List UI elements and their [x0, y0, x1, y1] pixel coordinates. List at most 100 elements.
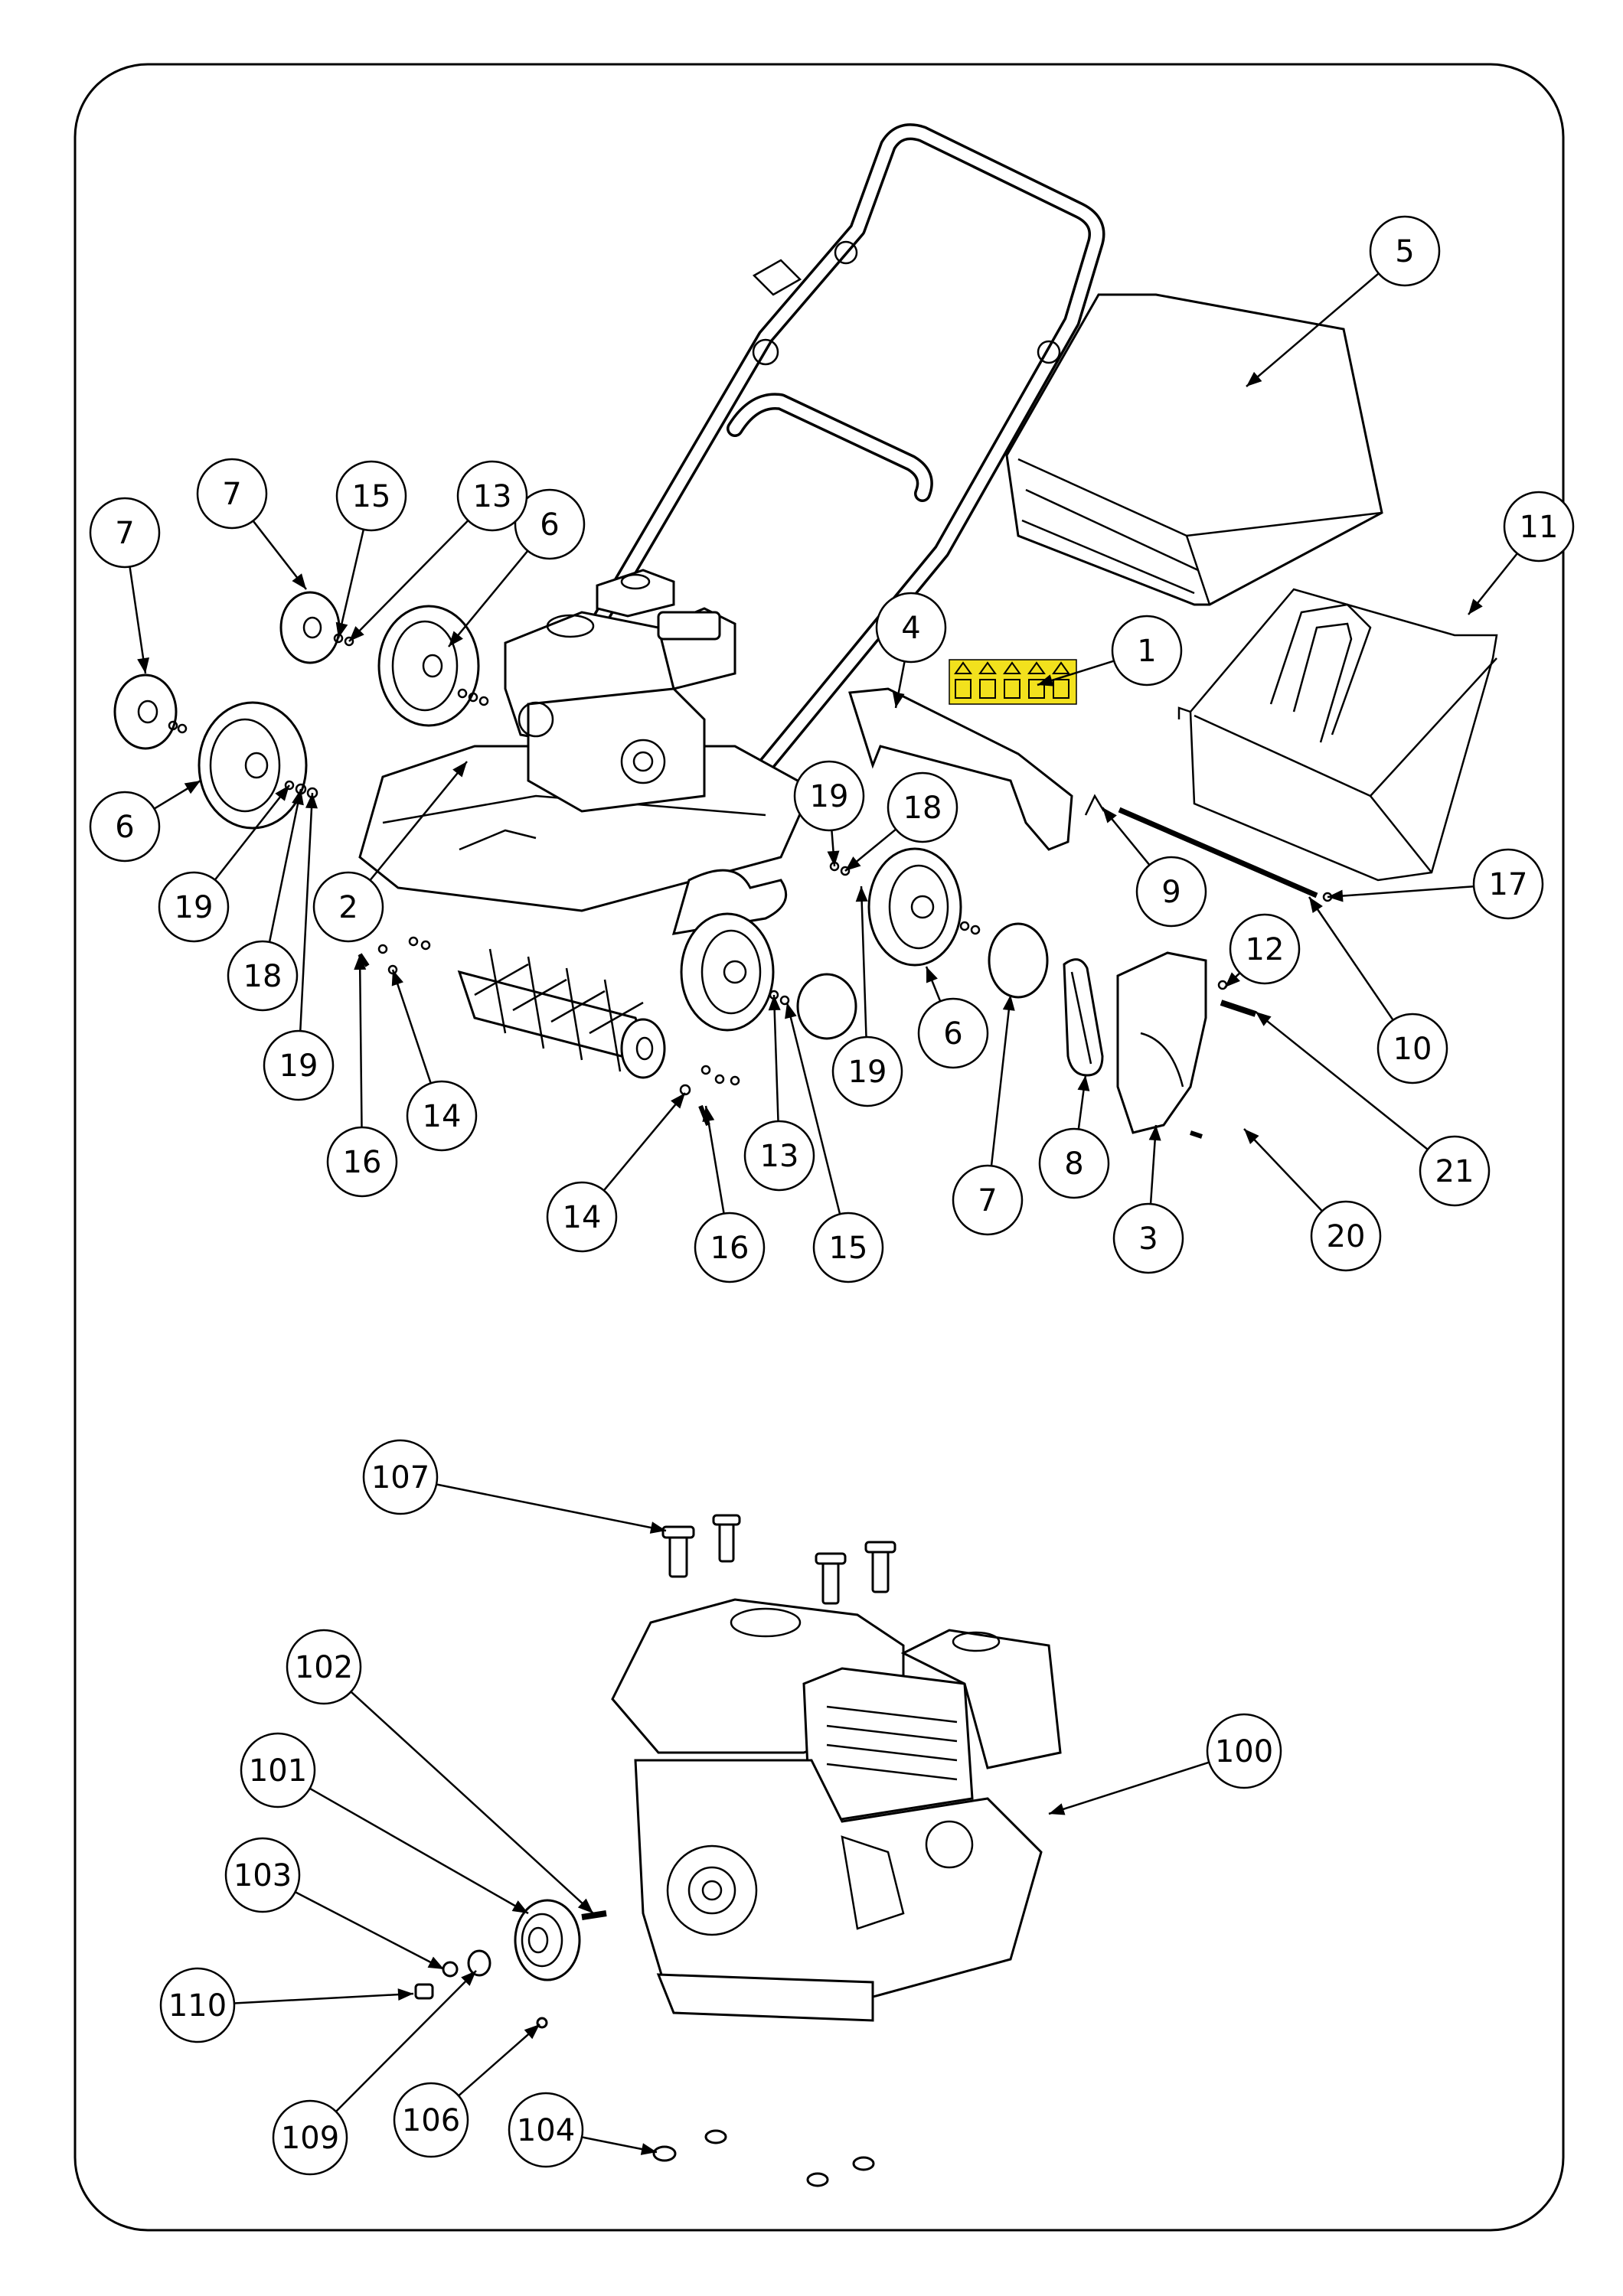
leader-arrowhead	[275, 785, 289, 801]
callout-circle	[263, 1029, 335, 1101]
callout-106-small-part: 106	[393, 2082, 469, 2158]
callout-number: 16	[343, 1145, 382, 1180]
leader-arrowhead	[137, 657, 150, 673]
leader-line	[1327, 885, 1474, 899]
leader-lines	[129, 272, 1518, 2155]
leader-line	[299, 792, 314, 1032]
callout-number: 103	[233, 1858, 292, 1893]
leader-line	[214, 784, 290, 881]
callout-circle	[89, 497, 161, 569]
leader-arrowhead	[577, 1898, 593, 1913]
callout-circle	[335, 460, 407, 532]
callout-number: 104	[517, 2113, 575, 2148]
callout-16-bolt: 16	[326, 1126, 398, 1198]
callout-number: 106	[402, 2103, 460, 2138]
callout-number: 10	[1393, 1032, 1432, 1067]
leader-arrowhead	[671, 1093, 685, 1109]
callout-circle	[1310, 1200, 1382, 1272]
callout-circle	[1112, 1202, 1184, 1274]
callout-circle	[224, 1837, 301, 1913]
callout-circle	[1135, 856, 1207, 928]
belt-cover	[1116, 951, 1207, 1134]
leader-arrowhead	[511, 1900, 528, 1913]
callout-number: 4	[901, 611, 920, 646]
callout-1-warning-label: 1	[1111, 615, 1183, 687]
callout-circle	[546, 1181, 618, 1253]
callout-circle	[887, 771, 958, 843]
callout-number: 15	[352, 479, 391, 514]
callout-18-spacer: 18	[227, 940, 299, 1012]
callout-107-flange-bolt: 107	[362, 1439, 439, 1515]
callout-10-flap-rod: 10	[1376, 1013, 1448, 1084]
wheel-rear-left	[198, 701, 308, 830]
callout-6-wheel: 6	[917, 997, 989, 1069]
leader-arrowhead	[397, 1988, 413, 2001]
leader-arrowhead	[1102, 807, 1117, 823]
callout-15-nut: 15	[335, 460, 407, 532]
callout-circle	[952, 1164, 1024, 1236]
leader-arrowhead	[354, 954, 367, 970]
washer	[467, 1949, 491, 1977]
callout-11-bag-frame: 11	[1503, 491, 1575, 563]
leader-line	[772, 994, 779, 1122]
callout-circle	[917, 997, 989, 1069]
leader-arrowhead	[461, 1971, 476, 1986]
callout-circle	[1038, 1127, 1110, 1199]
deck-engine	[504, 569, 736, 813]
callout-109-washer: 109	[272, 2099, 348, 2176]
callout-circle	[406, 1080, 478, 1152]
scarifier-reel	[457, 948, 666, 1079]
callout-number: 7	[115, 516, 134, 551]
callout-number: 20	[1327, 1219, 1366, 1254]
hub-cap	[279, 591, 341, 664]
leader-arrowhead	[1225, 972, 1240, 987]
callout-number: 19	[848, 1055, 887, 1090]
leader-arrowhead	[1148, 1125, 1161, 1141]
callout-101-engine-pulley: 101	[240, 1732, 316, 1808]
callout-number: 13	[473, 479, 512, 514]
callout-7-hub-cap: 7	[196, 458, 268, 530]
callout-19-washer: 19	[158, 871, 230, 943]
leader-arrowhead	[785, 1003, 797, 1019]
callout-16-bolt: 16	[694, 1212, 766, 1283]
callout-circle	[831, 1035, 903, 1107]
callout-circle	[1111, 615, 1183, 687]
callout-circle	[1472, 848, 1544, 920]
callout-5-grass-bag: 5	[1369, 215, 1441, 287]
leader-line	[1308, 896, 1394, 1021]
callout-circle	[1503, 491, 1575, 563]
callout-circle	[89, 791, 161, 863]
leader-line	[233, 1992, 414, 2004]
callout-circle	[159, 1967, 236, 2043]
callout-110-bolt: 110	[159, 1967, 236, 2043]
handle-bar	[573, 123, 1105, 774]
callout-circle	[286, 1629, 362, 1705]
leader-arrowhead	[827, 850, 840, 866]
callout-14-washer: 14	[546, 1181, 618, 1253]
callout-6-wheel: 6	[514, 488, 586, 560]
leader-arrowhead	[702, 1106, 715, 1123]
callout-circle	[743, 1120, 815, 1192]
callout-circle	[240, 1732, 316, 1808]
callout-number: 101	[249, 1753, 307, 1789]
callout-circle	[1229, 913, 1301, 985]
callout-13-washer: 13	[743, 1120, 815, 1192]
leader-arrowhead	[184, 781, 201, 794]
callout-number: 3	[1138, 1221, 1158, 1257]
callout-19-washer: 19	[831, 1035, 903, 1107]
callout-7-hub-cap: 7	[952, 1164, 1024, 1236]
leader-arrowhead	[640, 2143, 657, 2155]
callout-8-drive-belt: 8	[1038, 1127, 1110, 1199]
callout-bubbles: 1234566677789101112131314141515161617181…	[89, 215, 1575, 2176]
callout-17-clip: 17	[1472, 848, 1544, 920]
bolt	[414, 1983, 434, 2000]
callout-circle	[1369, 215, 1441, 287]
callout-number: 8	[1064, 1146, 1083, 1182]
callout-number: 100	[1215, 1734, 1273, 1769]
leader-arrowhead	[1256, 1012, 1272, 1026]
callout-number: 107	[371, 1460, 429, 1495]
callout-number: 12	[1246, 932, 1285, 967]
callout-15-nut: 15	[812, 1212, 884, 1283]
leader-arrowhead	[427, 1956, 444, 1969]
hub-cap	[988, 922, 1049, 999]
